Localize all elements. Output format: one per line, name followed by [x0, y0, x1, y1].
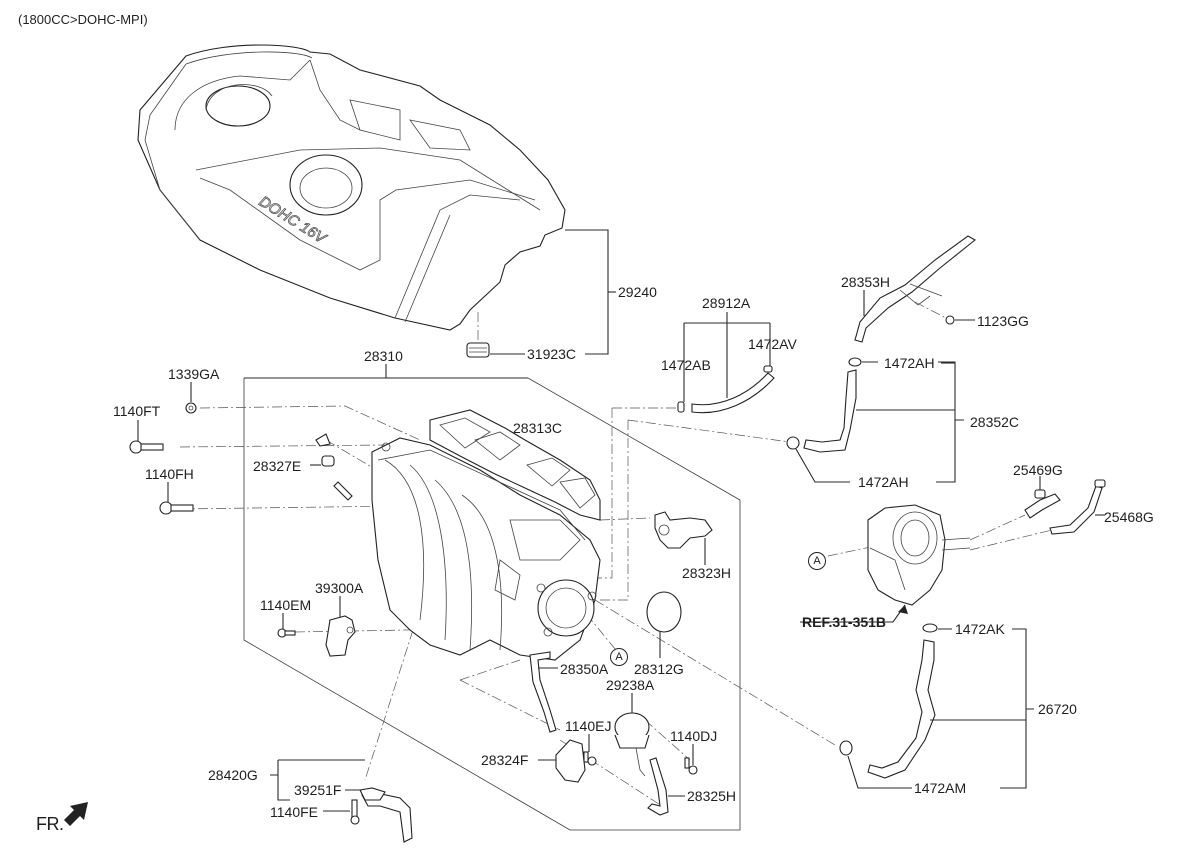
- part-label-1123GG[interactable]: 1123GG: [977, 313, 1029, 329]
- part-label-25469G[interactable]: 25469G: [1013, 462, 1063, 478]
- part-label-1140EM[interactable]: 1140EM: [260, 597, 312, 613]
- leader-28352C: [856, 361, 964, 483]
- pipe-28353H[interactable]: [854, 235, 976, 343]
- part-label-29238A[interactable]: 29238A: [606, 677, 655, 693]
- engine-spec-header: (1800CC>DOHC-MPI): [18, 12, 148, 27]
- part-label-29240[interactable]: 29240: [618, 284, 657, 300]
- grommet-31923C[interactable]: [466, 312, 490, 358]
- bolt-1140FT[interactable]: [129, 440, 164, 454]
- part-label-1472AK[interactable]: 1472AK: [955, 621, 1005, 637]
- gasket-ring-28312G[interactable]: [646, 591, 682, 633]
- leader-28310: [244, 364, 528, 379]
- dashline-1472AM: [594, 599, 836, 746]
- dashline-1140FH: [179, 504, 476, 510]
- part-label-1472AH-top[interactable]: 1472AH: [884, 355, 935, 371]
- ref-label-31-351B[interactable]: REF.31-351B: [802, 614, 887, 630]
- part-label-1472AM[interactable]: 1472AM: [914, 780, 967, 796]
- part-label-39251F[interactable]: 39251F: [294, 782, 342, 798]
- hose-28325H[interactable]: [647, 757, 669, 816]
- leader-1472AH-bottom: [795, 448, 850, 483]
- part-label-1472AV[interactable]: 1472AV: [748, 336, 797, 352]
- dashline-A-circle: [574, 599, 621, 656]
- clamp-1472AV: [763, 365, 773, 373]
- dashline-1339GA: [199, 405, 421, 441]
- bolt-1140FH[interactable]: [159, 501, 194, 515]
- clamp-1472AH-top: [848, 357, 862, 367]
- hose-25468G[interactable]: [1049, 479, 1106, 535]
- part-label-28420G[interactable]: 28420G: [208, 767, 258, 783]
- valve-28324F[interactable]: [555, 739, 586, 783]
- dashline-1472AH: [600, 419, 791, 601]
- part-label-1472AB[interactable]: 1472AB: [661, 357, 711, 373]
- front-direction-label: FR.: [36, 814, 64, 834]
- valve-28327E[interactable]: [315, 433, 353, 501]
- part-label-28325H[interactable]: 28325H: [687, 788, 737, 804]
- dashline-28323H: [599, 517, 651, 521]
- leader-28912A: [683, 312, 771, 402]
- clamp-1472AM: [839, 740, 853, 756]
- gasket-28313C[interactable]: [429, 409, 601, 521]
- part-label-1140FH[interactable]: 1140FH: [145, 466, 194, 482]
- pipe-25469G[interactable]: [1024, 489, 1061, 519]
- dashline-28324F: [459, 659, 561, 731]
- sensor-39300A[interactable]: [325, 615, 356, 657]
- dashline-28420G: [364, 629, 414, 781]
- part-label-28312G[interactable]: 28312G: [634, 661, 684, 677]
- part-label-39300A[interactable]: 39300A: [315, 580, 364, 596]
- part-label-26720[interactable]: 26720: [1038, 701, 1077, 717]
- intake-manifold[interactable]: [371, 437, 601, 661]
- bolt-1140DJ[interactable]: [684, 757, 698, 775]
- bolt-1140EJ[interactable]: [583, 751, 597, 766]
- bolt-1123GG[interactable]: [914, 301, 955, 325]
- leader-1472AM: [847, 755, 912, 789]
- leader-29240: [565, 229, 609, 355]
- throttle-body-ref-31-351B[interactable]: [867, 504, 971, 606]
- part-label-28350A[interactable]: 28350A: [560, 661, 609, 677]
- bracket-28420G[interactable]: [359, 787, 413, 843]
- actuator-29238A[interactable]: [614, 712, 650, 777]
- assembly-boundary-28310: [243, 377, 741, 831]
- leader-26720: [930, 628, 1034, 789]
- dashline-1140DJ: [644, 719, 691, 761]
- part-label-28310[interactable]: 28310: [364, 348, 403, 364]
- clamp-1472AK: [922, 623, 938, 633]
- solenoid-28323H[interactable]: [654, 511, 713, 549]
- hose-28912A[interactable]: [677, 365, 775, 414]
- dashline-1472AB: [580, 407, 678, 579]
- hose-26720[interactable]: [839, 623, 938, 779]
- part-label-1140DJ[interactable]: 1140DJ: [670, 728, 718, 744]
- engine-cover-29240[interactable]: DOHC 16V: [137, 44, 566, 331]
- callout-circle-a-throttle: A: [808, 552, 826, 570]
- part-label-1472AH-bottom[interactable]: 1472AH: [858, 474, 909, 490]
- front-arrow-icon: [64, 802, 88, 826]
- part-label-28324F[interactable]: 28324F: [481, 752, 529, 768]
- nut-1339GA[interactable]: [185, 402, 197, 414]
- part-label-1140FE[interactable]: 1140FE: [270, 804, 318, 820]
- leader-28420G: [270, 759, 365, 801]
- clamp-1472AB: [677, 401, 685, 413]
- bolt-1140FE[interactable]: [350, 799, 360, 825]
- hose-28350A[interactable]: [529, 651, 557, 733]
- hose-28352C[interactable]: [786, 357, 862, 453]
- part-label-1339GA[interactable]: 1339GA: [168, 366, 220, 382]
- part-label-1140EJ[interactable]: 1140EJ: [565, 718, 612, 734]
- bolt-1140EM[interactable]: [277, 628, 296, 638]
- part-label-28323H[interactable]: 28323H: [682, 565, 732, 581]
- dashline-25468G: [969, 514, 1053, 551]
- part-label-28912A[interactable]: 28912A: [702, 295, 751, 311]
- part-label-31923C[interactable]: 31923C: [527, 346, 577, 362]
- part-label-28313C[interactable]: 28313C: [513, 420, 563, 436]
- part-label-1140FT[interactable]: 1140FT: [113, 403, 161, 419]
- part-label-28352C[interactable]: 28352C: [970, 414, 1020, 430]
- callout-circle-a-manifold: A: [610, 648, 628, 666]
- part-label-28353H[interactable]: 28353H: [841, 274, 891, 290]
- dashline-1140FT: [179, 444, 386, 448]
- ref-arrowhead-icon: [898, 605, 908, 614]
- part-label-25468G[interactable]: 25468G: [1104, 509, 1154, 525]
- part-label-28327E[interactable]: 28327E: [253, 458, 302, 474]
- clamp-1472AH-bottom: [786, 436, 800, 450]
